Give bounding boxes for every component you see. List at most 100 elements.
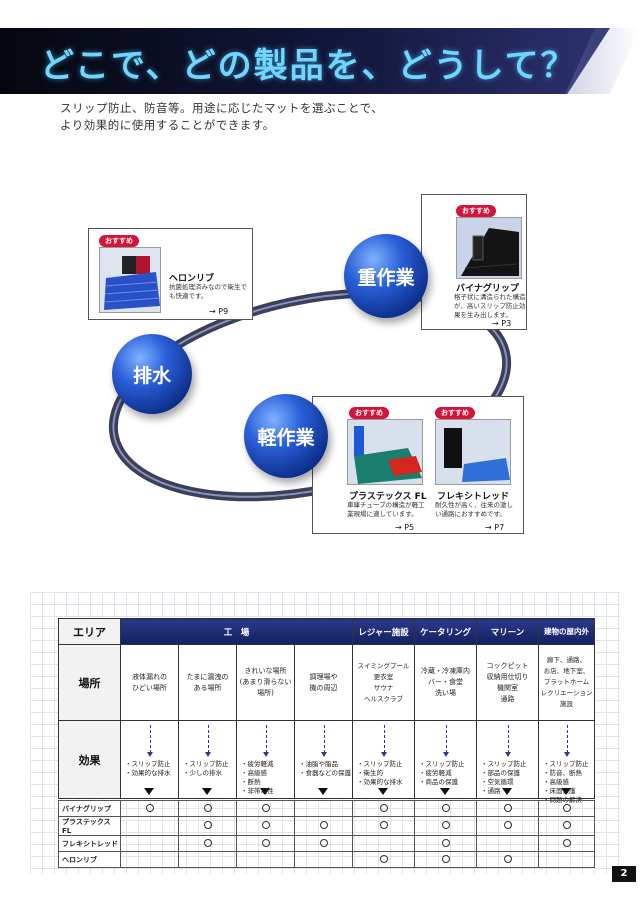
- intro-line-1: スリップ防止、防音等。用途に応じたマットを選ぶことで、: [60, 101, 384, 115]
- plastex-name: プラステックス FL: [349, 492, 427, 502]
- usage-diagram: おすすめ ヘロンリブ 抗菌処理済みなので衛生でも快適です。 → P9 おすすめ …: [0, 190, 640, 550]
- drainage-ball: 排水: [112, 334, 192, 414]
- product-row: ヘロンリブ: [58, 851, 595, 868]
- plastex-photo: [347, 419, 423, 485]
- circle-mark-icon: [503, 803, 512, 812]
- plastex-page-ref: → P5: [395, 523, 415, 532]
- product-mark-cell: [236, 851, 295, 868]
- place-label: 場所: [58, 644, 121, 721]
- heron-page-ref: → P9: [209, 307, 229, 316]
- down-arrow-icon: [318, 788, 328, 795]
- area-leisure: レジャー施設: [352, 618, 416, 645]
- area-factory: 工 場: [119, 618, 354, 645]
- product-mark-cell: [120, 835, 179, 852]
- circle-mark-icon: [441, 854, 450, 863]
- circle-mark-icon: [441, 821, 450, 829]
- product-mark-cell: [352, 851, 415, 868]
- usage-table: エリア 工 場 レジャー施設 ケータリング マリーン 建物の屋内外 場所 液体漏…: [58, 618, 596, 804]
- product-mark-cell: [538, 800, 595, 817]
- heavy-work-ball: 重作業: [344, 234, 428, 318]
- product-name: バイナグリップ: [58, 800, 121, 817]
- down-arrow-icon: [561, 788, 571, 795]
- place-cell: 調理場や 機の周辺: [293, 644, 354, 721]
- product-mark-cell: [414, 816, 477, 836]
- product-mark-cell: [294, 816, 353, 836]
- down-arrow-icon: [502, 788, 512, 795]
- product-mark-cell: [538, 851, 595, 868]
- product-mark-cell: [476, 816, 539, 836]
- effect-cell: ・スリップ防止 ・部品の保護 ・空気循環 ・通路: [481, 759, 527, 795]
- place-cell: コックピット 収納用仕切り 機関室 通路: [476, 644, 540, 721]
- effect-row: 効果 ・スリップ防止 ・効果的な排水 ・スリップ防止 ・少しの排水 ・疲労軽減 …: [58, 720, 596, 804]
- intro-text: スリップ防止、防音等。用途に応じたマットを選ぶことで、 より効果的に使用すること…: [60, 100, 383, 134]
- circle-mark-icon: [203, 821, 212, 829]
- circle-mark-icon: [562, 838, 571, 847]
- page-number: 2: [612, 866, 636, 882]
- circle-mark-icon: [503, 821, 512, 829]
- circle-mark-icon: [379, 821, 388, 829]
- circle-mark-icon: [261, 803, 270, 812]
- flexi-photo: [435, 419, 511, 485]
- circle-mark-icon: [261, 838, 270, 847]
- column-arrows: [58, 788, 594, 798]
- light-work-ball: 軽作業: [244, 394, 328, 478]
- place-cell: スイミングプール 更衣室 サウナ ヘルスクラブ: [352, 644, 416, 721]
- circle-mark-icon: [145, 803, 154, 812]
- place-cell: きれいな場所 (あまり滑らない 場所): [236, 644, 295, 721]
- product-mark-cell: [236, 816, 295, 836]
- place-row: 場所 液体漏れの ひどい場所 たまに漏洩の ある場所 きれいな場所 (あまり滑ら…: [58, 644, 596, 721]
- heron-photo: [99, 247, 161, 313]
- circle-mark-icon: [319, 838, 328, 847]
- area-label: エリア: [58, 618, 121, 645]
- product-mark-cell: [352, 835, 415, 852]
- vinagrip-photo: [456, 217, 522, 279]
- product-name: フレキシトレッド: [58, 835, 121, 852]
- product-mark-cell: [178, 816, 237, 836]
- vinagrip-name: バイナグリップ: [456, 284, 519, 294]
- place-cell: 冷蔵・冷凍庫内 バー・食堂 洗い場: [414, 644, 478, 721]
- recommend-tag: おすすめ: [435, 407, 475, 419]
- down-arrow-icon: [378, 788, 388, 795]
- vinagrip-desc: 格子状に溝造られた構造が、高いスリップ防止効果を生み出します。: [454, 293, 526, 319]
- title-banner: どこで、どの製品を、どうして？: [0, 28, 640, 94]
- effect-cell: ・スリップ防止 ・効果的な排水: [125, 759, 171, 777]
- product-mark-cell: [120, 851, 179, 868]
- heron-desc: 抗菌処理済みなので衛生でも快適です。: [169, 283, 247, 300]
- area-row: エリア 工 場 レジャー施設 ケータリング マリーン 建物の屋内外: [58, 618, 596, 645]
- product-mark-cell: [476, 800, 539, 817]
- banner-background: [0, 28, 610, 94]
- product-row: バイナグリップ: [58, 800, 595, 817]
- product-name: プラステックス FL: [58, 816, 121, 836]
- product-card-light-work: おすすめ プラステックス FL 車庫チューブの構造が軽工業現場に適しています。 …: [312, 396, 524, 534]
- area-marine: マリーン: [476, 618, 540, 645]
- product-mark-cell: [476, 835, 539, 852]
- area-building: 建物の屋内外: [538, 618, 596, 645]
- product-mark-cell: [178, 835, 237, 852]
- product-row: フレキシトレッド: [58, 835, 595, 852]
- product-mark-cell: [352, 800, 415, 817]
- recommend-tag: おすすめ: [349, 407, 389, 419]
- product-mark-cell: [414, 835, 477, 852]
- heron-name: ヘロンリブ: [169, 274, 215, 284]
- effect-cell: ・油脂や脂品 ・食器などの保護: [299, 759, 351, 777]
- place-cell: 液体漏れの ひどい場所: [120, 644, 179, 721]
- circle-mark-icon: [261, 821, 270, 829]
- vinagrip-page-ref: → P3: [492, 319, 512, 328]
- page-title: どこで、どの製品を、どうして？: [40, 46, 577, 86]
- intro-line-2: より効果的に使用することができます。: [60, 118, 275, 132]
- product-mark-cell: [294, 800, 353, 817]
- down-arrow-icon: [260, 788, 270, 795]
- product-mark-cell: [178, 800, 237, 817]
- product-mark-cell: [538, 816, 595, 836]
- effect-cell: ・スリップ防止 ・防音、断熱 ・高級感 ・床面保護 ・問題の解決: [543, 759, 589, 804]
- circle-mark-icon: [379, 803, 388, 812]
- down-arrow-icon: [144, 788, 154, 795]
- circle-mark-icon: [203, 803, 212, 812]
- product-mark-cell: [414, 851, 477, 868]
- product-mark-cell: [120, 800, 179, 817]
- circle-mark-icon: [379, 854, 388, 863]
- product-card-vinagrip: おすすめ バイナグリップ 格子状に溝造られた構造が、高いスリップ防止効果を生み出…: [421, 194, 527, 330]
- circle-mark-icon: [441, 838, 450, 847]
- product-card-heron: おすすめ ヘロンリブ 抗菌処理済みなので衛生でも快適です。 → P9: [88, 228, 253, 320]
